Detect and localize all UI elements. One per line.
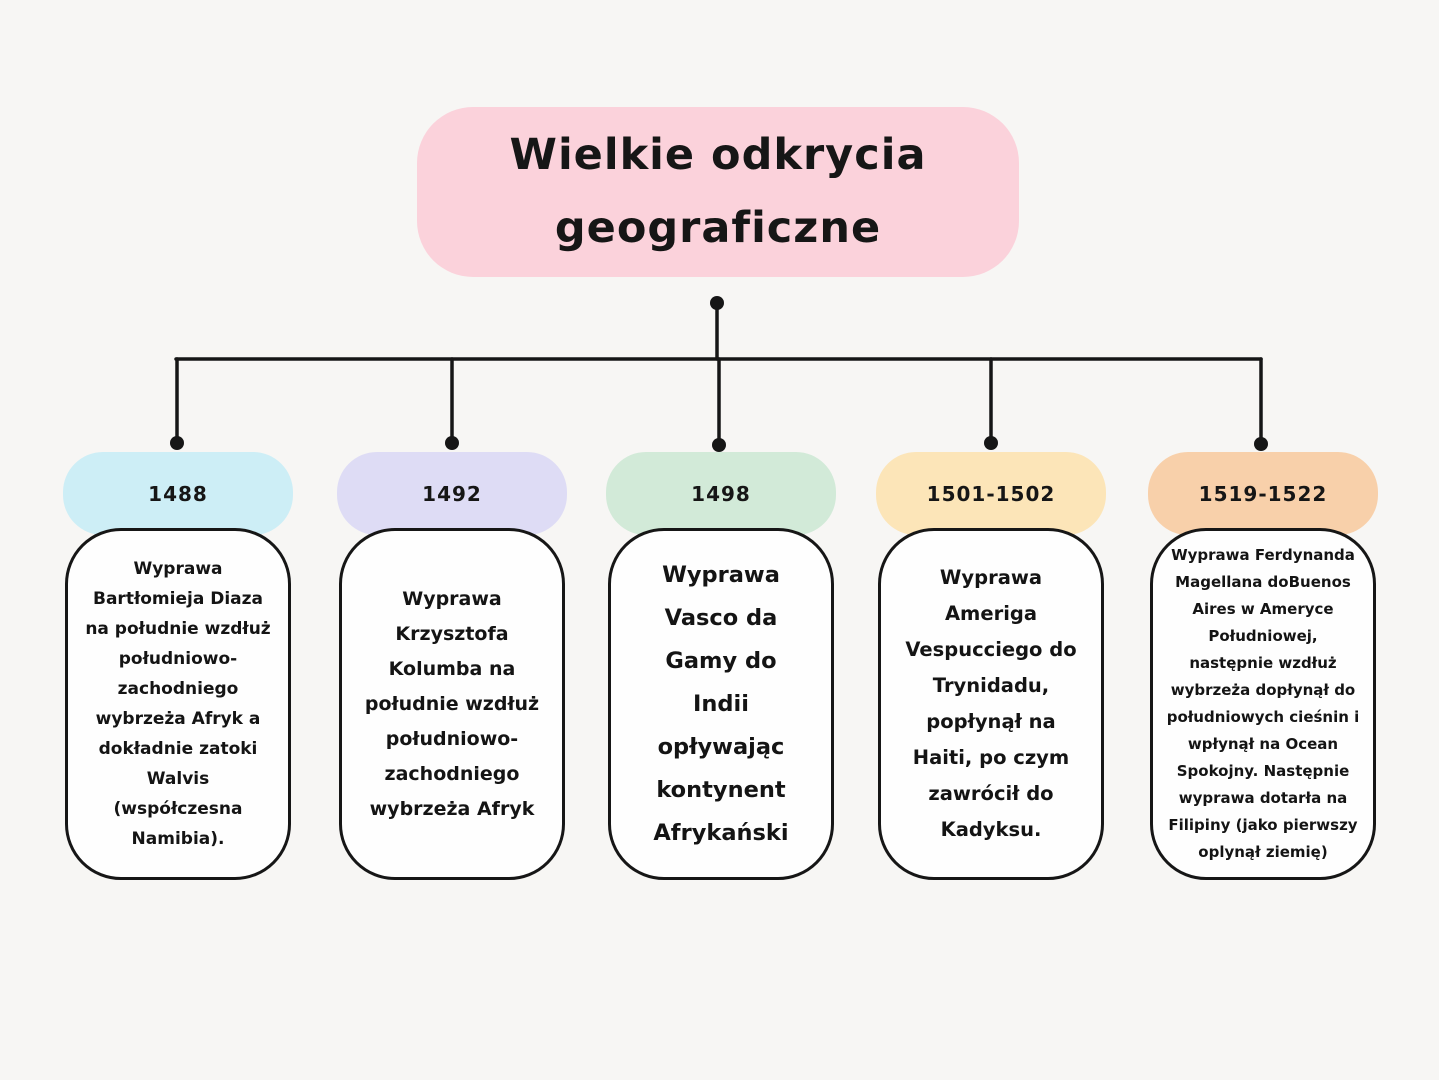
card-1492-description: Wyprawa Krzysztofa Kolumba na południe w… — [364, 587, 540, 820]
diagram-title: Wielkie odkrycia geograficzne — [509, 130, 927, 253]
card-1498-date: 1498 — [691, 481, 751, 506]
card-1488-date: 1488 — [148, 481, 208, 506]
title-box: Wielkie odkrycia geograficzne — [417, 107, 1019, 277]
card-1498: 1498 Wyprawa Vasco da Gamy do Indii opły… — [606, 452, 836, 880]
card-1501-1502-description: Wyprawa Ameriga Vespucciego do Trynidadu… — [905, 566, 1077, 841]
card-1492-body: Wyprawa Krzysztofa Kolumba na południe w… — [339, 528, 565, 880]
card-1498-date-badge: 1498 — [606, 452, 836, 535]
card-1492: 1492 Wyprawa Krzysztofa Kolumba na połud… — [337, 452, 567, 880]
card-1519-1522: 1519-1522 Wyprawa Ferdynanda Magellana d… — [1148, 452, 1378, 880]
card-1492-date-badge: 1492 — [337, 452, 567, 535]
card-1501-1502-date: 1501-1502 — [926, 481, 1056, 506]
connector-dot-4 — [984, 436, 998, 450]
card-1519-1522-date-badge: 1519-1522 — [1148, 452, 1378, 535]
connector-dot-2 — [445, 436, 459, 450]
card-1519-1522-description: Wyprawa Ferdynanda Magellana doBuenos Ai… — [1166, 546, 1360, 861]
card-1492-date: 1492 — [422, 481, 482, 506]
card-1498-description: Wyprawa Vasco da Gamy do Indii opływając… — [653, 561, 789, 846]
connector-dot-1 — [170, 436, 184, 450]
card-1501-1502: 1501-1502 Wyprawa Ameriga Vespucciego do… — [876, 452, 1106, 880]
card-1488-date-badge: 1488 — [63, 452, 293, 535]
card-1501-1502-date-badge: 1501-1502 — [876, 452, 1106, 535]
card-1488-body: Wyprawa Bartłomieja Diaza na południe wz… — [65, 528, 291, 880]
card-1501-1502-body: Wyprawa Ameriga Vespucciego do Trynidadu… — [878, 528, 1104, 880]
card-1498-body: Wyprawa Vasco da Gamy do Indii opływając… — [608, 528, 834, 880]
connector-dot-3 — [712, 438, 726, 452]
card-1488: 1488 Wyprawa Bartłomieja Diaza na połudn… — [63, 452, 293, 880]
card-1519-1522-date: 1519-1522 — [1198, 481, 1328, 506]
card-1519-1522-body: Wyprawa Ferdynanda Magellana doBuenos Ai… — [1150, 528, 1376, 880]
card-1488-description: Wyprawa Bartłomieja Diaza na południe wz… — [85, 559, 271, 849]
connector-dot-5 — [1254, 437, 1268, 451]
